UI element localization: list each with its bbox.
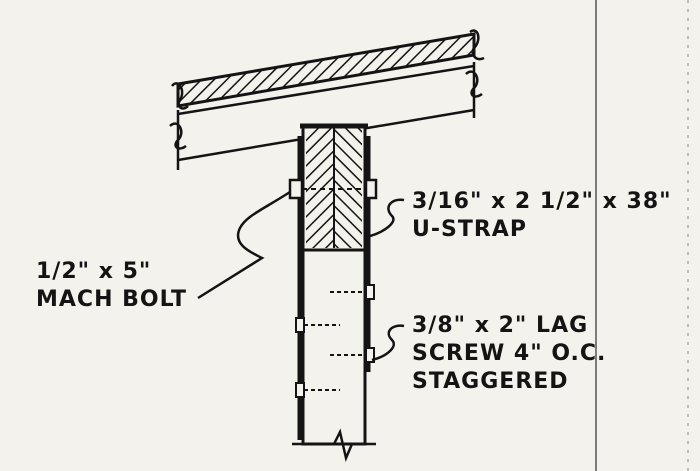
leader-lag-screw <box>371 324 405 362</box>
roof-break-left <box>171 82 189 110</box>
post-break-mark <box>292 428 376 463</box>
lag-screw-callout: 3/8" x 2" LAG SCREW 4" O.C. STAGGERED <box>412 312 606 396</box>
mach-bolt-callout: 1/2" x 5" MACH BOLT <box>36 258 187 314</box>
lag-screw-3 <box>330 347 375 363</box>
post <box>301 246 367 446</box>
beam-break-right <box>465 62 483 118</box>
lag-screw-pattern-label: STAGGERED <box>412 369 569 394</box>
lag-screw-4 <box>295 382 340 398</box>
roof-slab <box>176 32 476 108</box>
u-strap-type-label: U-STRAP <box>412 217 527 242</box>
u-strap-callout: 3/16" x 2 1/2" x 38" U-STRAP <box>412 188 672 244</box>
mach-bolt-type-label: MACH BOLT <box>36 287 187 312</box>
beam-top-edge <box>177 64 475 116</box>
mach-bolt-nut <box>364 178 378 200</box>
u-strap-size-label: 3/16" x 2 1/2" x 38" <box>412 189 672 214</box>
lag-screw-size-label: 3/8" x 2" LAG <box>412 313 589 338</box>
beam-break-left <box>169 110 187 170</box>
leader-mach-bolt <box>197 190 291 300</box>
lag-screw-spacing-label: SCREW 4" O.C. <box>412 341 607 366</box>
lag-screw-2 <box>295 317 340 333</box>
leader-u-strap <box>369 198 405 238</box>
mach-bolt-size-label: 1/2" x 5" <box>36 259 152 284</box>
roof-break-right <box>469 29 485 61</box>
mach-bolt-head <box>288 178 304 200</box>
lag-screw-1 <box>330 284 375 300</box>
